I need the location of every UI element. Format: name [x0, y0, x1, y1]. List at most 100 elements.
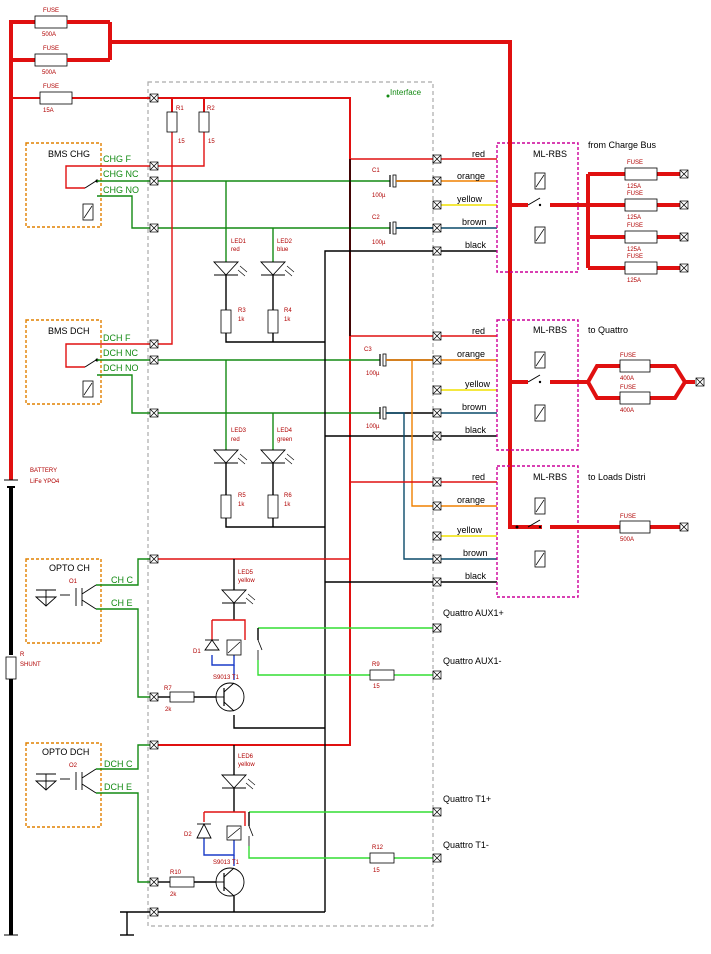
- svg-text:15: 15: [373, 684, 380, 690]
- g1-black: black: [465, 240, 487, 250]
- svg-text:C1: C1: [372, 168, 380, 174]
- resistor-r4: R4 1k: [267, 308, 292, 334]
- diode-d2: D2: [184, 822, 212, 839]
- led3: LED3 red: [212, 428, 248, 465]
- resistor-r9: R9 15: [369, 662, 395, 690]
- svg-text:SHUNT: SHUNT: [20, 662, 41, 668]
- g1-brown: brown: [462, 217, 487, 227]
- relay-group-1-wires: [441, 158, 497, 252]
- svg-text:red: red: [231, 247, 240, 253]
- svg-text:R5: R5: [238, 493, 246, 499]
- svg-text:LED2: LED2: [277, 239, 293, 245]
- diode-d1: D1: [193, 639, 220, 655]
- main-power-bus: [9, 20, 542, 529]
- capacitor-c1: C1 100µ: [372, 168, 397, 199]
- t1-driver-wires: [157, 745, 433, 883]
- fuse-outputs: [650, 172, 695, 529]
- opto-ch-title: OPTO CH: [49, 563, 90, 573]
- bms-chg-relay-coil: [82, 203, 94, 221]
- svg-text:C3: C3: [364, 347, 372, 353]
- svg-text:D1: D1: [193, 649, 201, 655]
- opto-dch-wires: [96, 744, 150, 883]
- interface-color-wires: [350, 180, 433, 560]
- opto-dch-box: [25, 742, 102, 828]
- svg-text:FUSE: FUSE: [627, 223, 643, 229]
- ml-rbs-3: ML-RBS: [496, 465, 579, 598]
- svg-text:125A: 125A: [627, 247, 641, 253]
- svg-text:FUSE: FUSE: [627, 160, 643, 166]
- opto-ch-box: [25, 558, 102, 644]
- quattro-aux1-plus: Quattro AUX1+: [443, 608, 504, 618]
- svg-text:R3: R3: [238, 308, 246, 314]
- g2-black: black: [465, 425, 487, 435]
- interface-box: [147, 81, 434, 927]
- led5: LED5 yellow: [220, 570, 255, 605]
- resistor-r10: R10 2k: [169, 870, 195, 898]
- g3-red: red: [472, 472, 485, 482]
- terminal-blocks: [149, 93, 705, 917]
- shunt: R SHUNT: [4, 652, 41, 936]
- svg-text:LiFe YPO4: LiFe YPO4: [30, 479, 60, 485]
- aux1-relay: [226, 639, 263, 660]
- g3-yellow: yellow: [457, 525, 483, 535]
- svg-text:400A: 400A: [620, 376, 634, 382]
- quattro-aux1-minus: Quattro AUX1-: [443, 656, 502, 666]
- ground-bus: [120, 159, 433, 936]
- svg-text:green: green: [277, 437, 292, 443]
- transistor-t1: S9013 T1: [213, 675, 245, 712]
- t1-relay: [226, 825, 254, 846]
- fuse-f6: FUSE 125A: [624, 223, 658, 253]
- relay-group-3-wires: [441, 481, 497, 583]
- opto-ch-ref: O1: [69, 579, 78, 585]
- resistor-r1: R1 15: [166, 106, 185, 145]
- svg-text:S9013 T1: S9013 T1: [213, 675, 240, 681]
- opto-dch-symbol: [34, 768, 97, 794]
- resistor-r7: R7 2k: [164, 686, 195, 713]
- ml-rbs-2-destination: to Quattro: [588, 325, 628, 335]
- svg-text:LED4: LED4: [277, 428, 293, 434]
- transistor-t2: S9013 T1: [213, 860, 245, 897]
- opto-dch-title: OPTO DCH: [42, 747, 89, 757]
- svg-text:ML-RBS: ML-RBS: [533, 325, 567, 335]
- svg-text:100µ: 100µ: [372, 193, 386, 199]
- svg-text:500A: 500A: [42, 70, 56, 76]
- resistor-r12: R12 15: [369, 845, 395, 874]
- svg-text:1k: 1k: [284, 317, 291, 323]
- svg-text:FUSE: FUSE: [627, 254, 643, 260]
- svg-text:ML-RBS: ML-RBS: [533, 472, 567, 482]
- svg-text:FUSE: FUSE: [43, 84, 59, 90]
- battery-symbol: BATTERY LiFe YPO4: [4, 468, 60, 655]
- aux1-driver-wires: [157, 558, 433, 698]
- g2-brown: brown: [462, 402, 487, 412]
- svg-text:100µ: 100µ: [366, 371, 380, 377]
- heavy-power-right: [508, 42, 625, 529]
- capacitor-c4: 100µ: [366, 406, 387, 430]
- svg-text:R9: R9: [372, 662, 380, 668]
- led6: LED6 yellow: [220, 754, 255, 790]
- svg-text:125A: 125A: [627, 278, 641, 284]
- svg-text:R4: R4: [284, 308, 292, 314]
- led1: LED1 red: [212, 239, 248, 277]
- svg-text:1k: 1k: [284, 502, 291, 508]
- chg-no-label: CHG NO: [103, 185, 139, 195]
- dch-e-label: DCH E: [104, 782, 132, 792]
- capacitor-c2: C2 100µ: [372, 215, 397, 246]
- svg-text:R12: R12: [372, 845, 384, 851]
- svg-text:2k: 2k: [165, 707, 172, 713]
- svg-text:15: 15: [208, 139, 215, 145]
- svg-text:100µ: 100µ: [372, 240, 386, 246]
- fuse3-wire: [11, 97, 351, 746]
- resistor-r6: R6 1k: [267, 493, 292, 519]
- chg-section-wires: [157, 132, 433, 343]
- bms-chg-title: BMS CHG: [48, 149, 90, 159]
- bms-chg-box: [25, 142, 102, 228]
- svg-text:yellow: yellow: [238, 578, 255, 584]
- svg-text:R6: R6: [284, 493, 292, 499]
- svg-text:500A: 500A: [42, 32, 56, 38]
- ch-c-label: CH C: [111, 575, 133, 585]
- fuse-links: [67, 20, 95, 62]
